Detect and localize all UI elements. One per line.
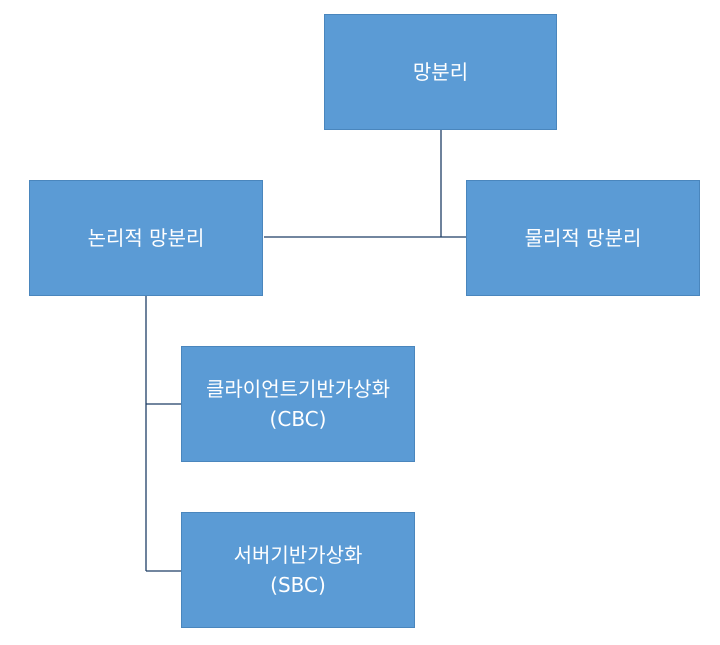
root-node: 망분리	[324, 14, 557, 130]
sbc-label-line1: 서버기반가상화	[233, 543, 363, 567]
server-based-virtualization-node: 서버기반가상화 (SBC)	[181, 512, 415, 628]
cbc-label-line1: 클라이언트기반가상화	[206, 377, 390, 401]
physical-separation-label: 물리적 망분리	[524, 226, 642, 250]
sbc-label-line2: (SBC)	[270, 573, 326, 597]
physical-separation-node: 물리적 망분리	[466, 180, 700, 296]
client-based-virtualization-node: 클라이언트기반가상화 (CBC)	[181, 346, 415, 462]
root-node-label: 망분리	[412, 60, 469, 84]
cbc-label-line2: (CBC)	[269, 407, 327, 431]
logical-separation-node: 논리적 망분리	[29, 180, 263, 296]
logical-separation-label: 논리적 망분리	[87, 226, 205, 250]
